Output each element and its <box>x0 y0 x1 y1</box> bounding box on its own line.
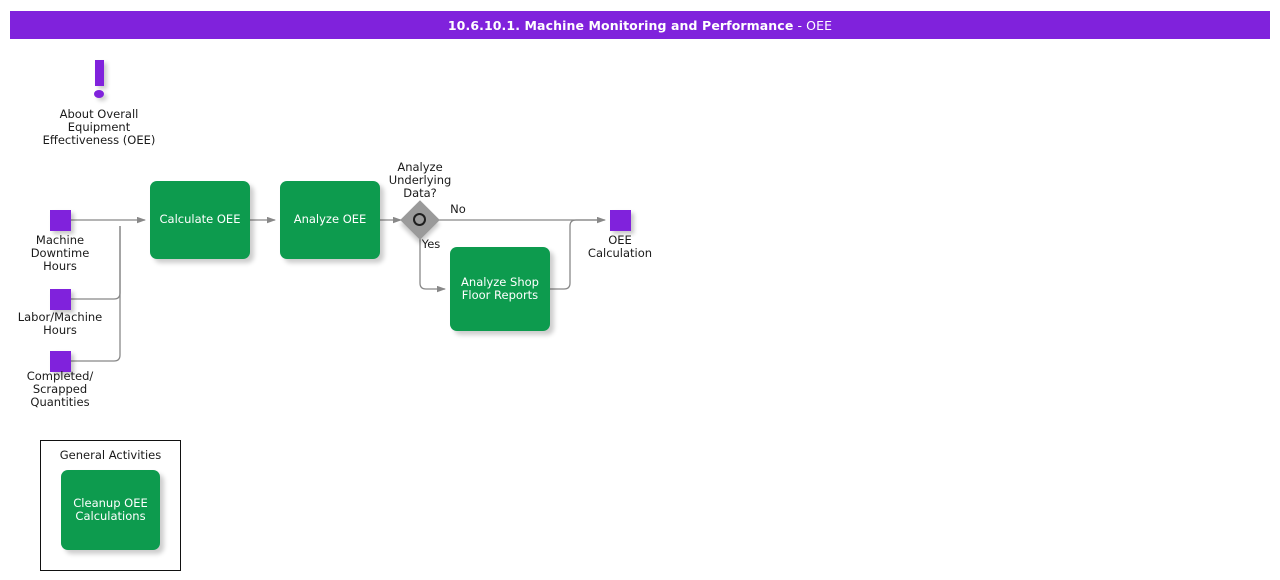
diagram-title-bar: 10.6.10.1. Machine Monitoring and Perfor… <box>10 11 1270 39</box>
page-title-sub: - OEE <box>793 17 833 33</box>
data-node-label: Labor/Machine Hours <box>17 310 103 338</box>
data-node-label: OEE Calculation <box>587 233 653 261</box>
task-analyze-shop-floor-reports[interactable]: Analyze Shop Floor Reports <box>450 247 550 331</box>
gateway-label: Analyze Underlying Data? <box>388 160 452 201</box>
data-object-icon <box>50 210 71 231</box>
edge-label-yes: Yes <box>421 237 441 251</box>
task-cleanup-oee-calculations[interactable]: Cleanup OEE Calculations <box>61 470 160 550</box>
exclamation-icon <box>95 60 104 86</box>
task-calculate-oee[interactable]: Calculate OEE <box>150 181 250 259</box>
data-object-icon <box>50 351 71 372</box>
group-title: General Activities <box>59 448 162 462</box>
task-analyze-oee[interactable]: Analyze OEE <box>280 181 380 259</box>
group-general-activities: General Activities <box>40 440 181 571</box>
page-title: 10.6.10.1. Machine Monitoring and Perfor… <box>448 18 832 33</box>
exclamation-dot-icon <box>94 90 104 98</box>
data-node-label: Machine Downtime Hours <box>30 233 90 274</box>
data-object-icon <box>50 289 71 310</box>
page-title-main: 10.6.10.1. Machine Monitoring and Perfor… <box>447 17 794 33</box>
gateway-ring-icon <box>413 213 426 226</box>
data-object-icon <box>610 210 631 231</box>
data-node-label: Completed/ Scrapped Quantities <box>26 369 94 410</box>
annotation-label: About Overall Equipment Effectiveness (O… <box>42 107 156 148</box>
edge-label-no: No <box>450 202 466 216</box>
